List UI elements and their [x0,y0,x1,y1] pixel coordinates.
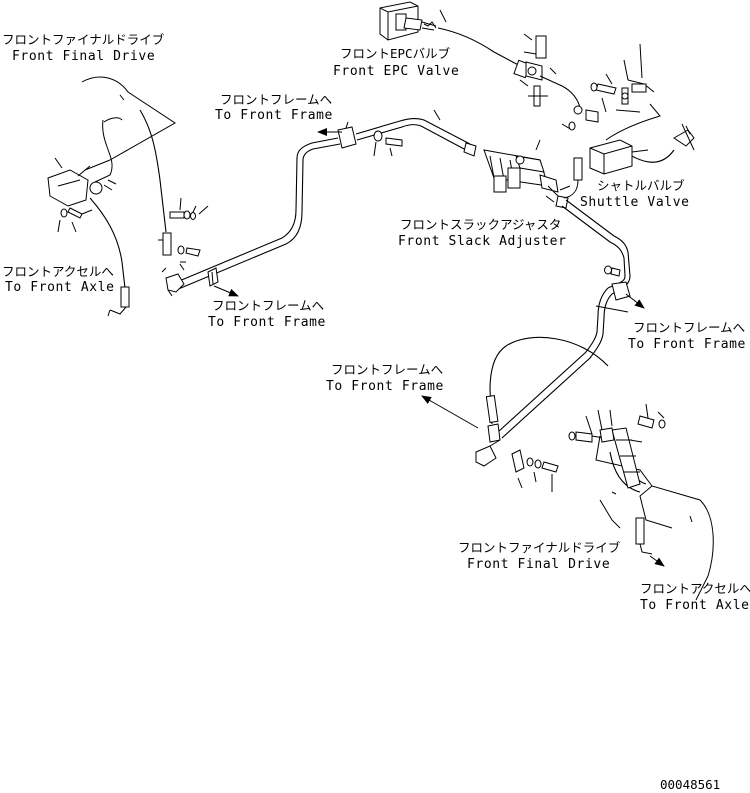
pipe-end-fitting-left [165,273,185,293]
svg-text:フロントフレームへ: フロントフレームへ [331,362,443,377]
svg-text:Front Slack Adjuster: Front Slack Adjuster [398,234,567,249]
main-pipe-left [165,137,341,297]
svg-text:Shuttle Valve: Shuttle Valve [580,195,690,210]
svg-text:To Front Axle: To Front Axle [5,280,115,295]
left-bolt-1 [67,207,93,219]
label-front-final-drive-left: フロントファイナルドライブ Front Final Drive [2,32,165,64]
front-axle-left-hose [89,197,130,317]
pipe-fitting-adjuster-inlet [463,142,477,157]
front-final-drive-left-housing [81,76,176,183]
center-brake-hose [421,336,609,467]
label-to-front-frame-top: フロントフレームへ To Front Frame [215,92,333,123]
front-final-drive-right-housing [595,427,714,601]
shuttle-valve [589,103,695,175]
hose-fitting-center [485,394,499,423]
shuttle-to-adjuster-line [559,157,583,199]
front-axle-right-hose [635,517,665,567]
svg-text:Front Final Drive: Front Final Drive [12,49,155,64]
front-slack-adjuster [483,139,569,209]
hose-fitting-left-axle [120,286,130,308]
left-hose-bolts [161,197,209,273]
hose-fitting-left [162,232,172,256]
pipe-end-fitting-center [475,445,497,467]
svg-text:Front Final Drive: Front Final Drive [467,557,610,572]
svg-text:フロントEPCバルブ: フロントEPCバルブ [340,46,451,61]
junction-bolts [373,130,403,157]
svg-text:To Front Frame: To Front Frame [326,379,444,394]
svg-text:To Front Frame: To Front Frame [215,108,333,123]
label-front-final-drive-right: フロントファイナルドライブ Front Final Drive [458,540,621,572]
epc-tee-fittings [519,33,581,109]
svg-text:シャトルバルブ: シャトルバルブ [597,178,685,193]
label-to-front-frame-mid: フロントフレームへ To Front Frame [208,298,326,330]
center-bolts [511,449,559,492]
front-epc-valve [379,1,447,41]
svg-text:フロントアクセルへ: フロントアクセルへ [640,581,750,596]
svg-text:To Front Frame: To Front Frame [208,315,326,330]
clamp-to-front-frame-mid [207,267,239,297]
tee-fitting-upper [535,35,547,59]
svg-text:フロントスラックアジャスタ: フロントスラックアジャスタ [400,217,561,232]
svg-text:フロントファイナルドライブ: フロントファイナルドライブ [2,32,165,47]
front-frame-junction-top [317,109,477,157]
label-front-epc-valve: フロントEPCバルブ Front EPC Valve [333,46,459,79]
svg-text:フロントフレームへ: フロントフレームへ [633,320,745,335]
svg-text:フロントフレームへ: フロントフレームへ [220,92,332,107]
svg-text:To Front Frame: To Front Frame [628,337,746,352]
svg-text:フロントアクセルへ: フロントアクセルへ [2,264,114,279]
svg-text:フロントファイナルドライブ: フロントファイナルドライブ [458,540,621,555]
label-to-front-axle-right: フロントアクセルへ To Front Axle [640,581,750,613]
label-to-front-axle-left: フロントアクセルへ To Front Axle [2,264,115,295]
clamp-to-front-frame-right [604,265,645,309]
drawing-number: 00048561 [660,777,720,792]
svg-text:フロントフレームへ: フロントフレームへ [212,298,324,313]
label-to-front-frame-right: フロントフレームへ To Front Frame [628,320,746,352]
left-brake-hose [139,109,172,256]
hose-fitting-right-axle [635,517,645,545]
right-final-drive-bolts [568,403,666,495]
label-front-slack-adjuster: フロントスラックアジャスタ Front Slack Adjuster [398,217,567,249]
left-bracket-cluster [47,157,117,233]
svg-text:Front EPC Valve: Front EPC Valve [333,64,459,79]
shuttle-valve-bolts [561,43,655,131]
svg-text:To Front Axle: To Front Axle [640,598,750,613]
label-to-front-frame-center: フロントフレームへ To Front Frame [326,362,444,394]
label-shuttle-valve: シャトルバルブ Shuttle Valve [580,178,690,210]
hose-fitting-shuttle [573,157,583,181]
